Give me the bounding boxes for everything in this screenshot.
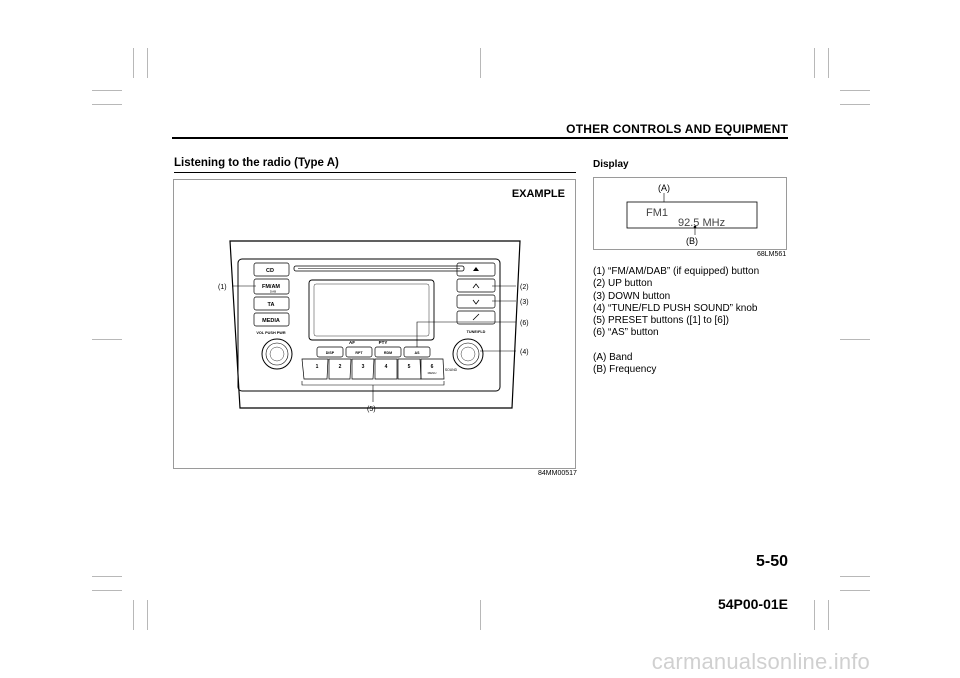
tune-label: TUNE/FLD bbox=[467, 330, 486, 334]
display-title: Display bbox=[593, 159, 629, 170]
menu-label: MENU bbox=[428, 371, 437, 375]
crop-mark bbox=[840, 576, 870, 577]
up-arrow-icon bbox=[472, 283, 480, 289]
fm-am-button bbox=[253, 278, 290, 295]
legend-item: (1) “FM/AM/DAB” (if equipped) button bbox=[593, 266, 760, 277]
phone-button bbox=[456, 310, 496, 325]
band-readout: FM1 bbox=[646, 207, 668, 219]
crop-mark bbox=[92, 590, 122, 591]
frequency-readout: 92.5 MHz bbox=[678, 217, 725, 229]
section-rule bbox=[174, 172, 576, 173]
callout-6: (6) bbox=[520, 320, 529, 327]
label-b: (B) bbox=[686, 236, 698, 246]
crop-mark bbox=[814, 48, 815, 78]
disp-button bbox=[316, 346, 344, 358]
crop-mark bbox=[92, 104, 122, 105]
callout-4: (4) bbox=[520, 349, 529, 356]
radio-bezel bbox=[229, 240, 521, 409]
rpt-button bbox=[345, 346, 373, 358]
rpt-label: RPT bbox=[355, 351, 363, 355]
crop-mark bbox=[133, 48, 134, 78]
cd-label: CD bbox=[266, 268, 274, 274]
section-title: Listening to the radio (Type A) bbox=[174, 157, 339, 169]
page-number: 5-50 bbox=[755, 553, 788, 570]
down-button bbox=[456, 294, 496, 309]
preset-5-label: 5 bbox=[408, 364, 411, 370]
fm-am-label: FM/AM bbox=[262, 284, 280, 290]
legend-item: (5) PRESET buttons ([1] to [6]) bbox=[593, 315, 729, 327]
crop-mark bbox=[92, 339, 122, 340]
callout-5: (5) bbox=[367, 406, 376, 413]
crop-mark bbox=[92, 90, 122, 91]
crop-mark bbox=[828, 48, 829, 78]
label-a: (A) bbox=[658, 183, 670, 193]
chapter-title: OTHER CONTROLS AND EQUIPMENT bbox=[566, 122, 788, 136]
crop-mark bbox=[133, 600, 134, 630]
display-lcd bbox=[626, 201, 758, 229]
preset-1-label: 1 bbox=[316, 364, 319, 370]
crop-mark bbox=[840, 104, 870, 105]
callout-2: (2) bbox=[520, 284, 529, 291]
crop-mark bbox=[480, 600, 481, 630]
sound-label: SOUND bbox=[445, 368, 458, 372]
up-button bbox=[456, 278, 496, 293]
legend-item: (B) Frequency bbox=[593, 364, 657, 376]
crop-mark bbox=[814, 600, 815, 630]
rdm-label: RDM bbox=[384, 351, 392, 355]
cd-button bbox=[253, 262, 290, 277]
preset-button-group bbox=[301, 358, 445, 380]
rdm-button bbox=[374, 346, 402, 358]
down-arrow-icon bbox=[472, 299, 480, 305]
legend: (1) “FM/AM/DAB” (if equipped) button (2)… bbox=[593, 266, 759, 376]
tune-knob bbox=[452, 338, 484, 370]
eject-button bbox=[456, 262, 496, 277]
preset-4-label: 4 bbox=[385, 364, 388, 370]
callout-1: (1) bbox=[218, 284, 227, 291]
phone-icon bbox=[472, 313, 480, 321]
ta-button bbox=[253, 296, 290, 311]
crop-mark bbox=[840, 339, 870, 340]
disp-label: DISP bbox=[326, 351, 335, 355]
preset-3-label: 3 bbox=[362, 364, 365, 370]
legend-item: (A) Band bbox=[593, 351, 633, 363]
radio-drawing: CD FM/AM DAB TA MEDIA VOL PUSH PWR TUNE/… bbox=[218, 240, 529, 413]
document-code: 54P00-01E bbox=[717, 596, 788, 612]
display-illustration: (A) FM1 92.5 MHz (B) bbox=[593, 177, 787, 250]
crop-mark bbox=[147, 48, 148, 78]
lcd-screen bbox=[308, 279, 435, 341]
radio-illustration: EXAMPLE CD FM/AM DAB TA MEDIA VOL PUSH P… bbox=[173, 179, 576, 469]
example-label: EXAMPLE bbox=[511, 188, 565, 200]
header-rule bbox=[172, 137, 788, 139]
crop-mark bbox=[92, 576, 122, 577]
callout-3: (3) bbox=[520, 299, 529, 306]
crop-mark bbox=[840, 590, 870, 591]
watermark: carmanualsonline.info bbox=[651, 649, 870, 674]
as-label: AS bbox=[415, 351, 421, 355]
legend-item: (3) DOWN button bbox=[593, 290, 671, 302]
display-code: 68LM561 bbox=[757, 251, 787, 258]
media-button bbox=[253, 312, 290, 327]
ta-label: TA bbox=[268, 302, 275, 308]
crop-mark bbox=[480, 48, 481, 78]
crop-mark bbox=[147, 600, 148, 630]
preset-6-label: 6 bbox=[431, 364, 434, 370]
vol-knob bbox=[261, 338, 293, 370]
figure-code: 84MM00517 bbox=[538, 470, 577, 477]
pty-label: PTY bbox=[379, 340, 388, 345]
media-label: MEDIA bbox=[262, 318, 280, 324]
legend-item: (4) “TUNE/FLD PUSH SOUND” knob bbox=[593, 302, 758, 314]
vol-label: VOL PUSH PWR bbox=[256, 331, 286, 335]
legend-item: (6) “AS” button bbox=[593, 327, 659, 339]
preset-2-label: 2 bbox=[339, 364, 342, 370]
radio-face bbox=[237, 258, 501, 392]
crop-mark bbox=[840, 90, 870, 91]
af-label: AF bbox=[349, 340, 355, 345]
legend-item: (2) UP button bbox=[593, 278, 653, 290]
crop-mark bbox=[828, 600, 829, 630]
dab-label: DAB bbox=[270, 290, 276, 294]
cd-slot bbox=[293, 265, 465, 272]
